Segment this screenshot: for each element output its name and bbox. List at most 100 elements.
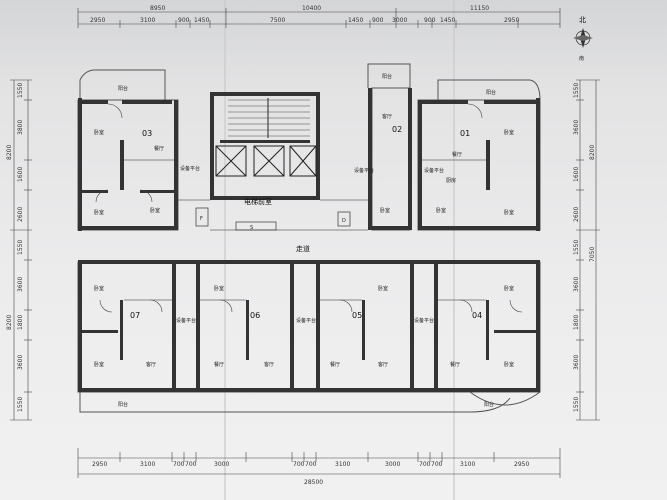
dim-right: 3600: [573, 277, 580, 292]
dim-right: 1550: [573, 240, 580, 255]
dim-bottom: 3100: [140, 461, 155, 468]
unit-number-03: 03: [142, 129, 152, 138]
dim-top2: 900: [178, 17, 190, 24]
balcony-label: 阳台: [118, 85, 128, 92]
room-label: 卧室: [378, 285, 388, 292]
dim-top2: 1450: [194, 17, 209, 24]
compass-south-label: 南: [579, 55, 584, 62]
left-dimensions: 1550 3800 1600 8200 2600 1550 3600 1800 …: [6, 79, 32, 421]
right-dimensions: 1550 3600 1600 8200 2600 1550 3600 1800 …: [573, 79, 600, 421]
equip-platform-label: 设备平台: [424, 167, 444, 174]
equip-platform-label: 设备平台: [414, 317, 434, 324]
top-dimensions: 8950 10400 11150 2950 3100 900 1450 7500…: [77, 5, 561, 28]
compass-rose: 北 南: [573, 16, 593, 62]
equip-platform-label: 设备平台: [180, 165, 200, 172]
unit-number-01: 01: [460, 129, 470, 138]
room-label: 卧室: [504, 361, 514, 368]
room-label: 客厅: [146, 361, 156, 368]
staircase: [228, 98, 310, 138]
dim-right: 1600: [573, 167, 580, 182]
equip-platform-label: 设备平台: [176, 317, 196, 324]
dim-bottom: 700: [185, 461, 197, 468]
bottom-dimensions: 2950 3100 700 700 3000 700 700 3100 3000…: [77, 448, 561, 486]
unit-number-06: 06: [250, 311, 260, 320]
dim-bottom: 3100: [335, 461, 350, 468]
room-label: 餐厅: [452, 151, 462, 158]
dim-right: 3600: [573, 355, 580, 370]
dim-bottom: 3100: [460, 461, 475, 468]
dim-left: 8200: [6, 315, 13, 330]
structural-walls: [78, 88, 540, 392]
dim-top2: 2950: [90, 17, 105, 24]
dim-top2: 3100: [140, 17, 155, 24]
room-label: 卧室: [504, 285, 514, 292]
room-label: 厨房: [446, 177, 456, 184]
dim-top-8950: 8950: [150, 5, 165, 12]
dim-right: 1550: [573, 397, 580, 412]
equip-platform-label: 设备平台: [296, 317, 316, 324]
dim-top-10400: 10400: [302, 5, 321, 12]
dim-bottom: 3000: [214, 461, 229, 468]
small-shafts: [195, 207, 351, 231]
dim-bottom: 3000: [385, 461, 400, 468]
dim-left: 1550: [17, 240, 24, 255]
dim-right: 2600: [573, 207, 580, 222]
building-outline: [77, 63, 541, 413]
dim-left: 3600: [17, 355, 24, 370]
door-swings: [95, 103, 523, 313]
dim-left: 1550: [17, 397, 24, 412]
room-label: 卧室: [94, 361, 104, 368]
dim-top2: 3000: [392, 17, 407, 24]
dim-top2: 1450: [440, 17, 455, 24]
dim-left: 8200: [6, 145, 13, 160]
elevator-lobby-label: 电梯前室: [244, 197, 272, 206]
dim-right: 1800: [573, 315, 580, 330]
dim-right: 3600: [573, 120, 580, 135]
dim-right: 1550: [573, 83, 580, 98]
elevator-shafts: [215, 145, 317, 177]
unit-number-05: 05: [352, 311, 362, 320]
balcony-label: 阳台: [382, 73, 392, 80]
label-S: S: [250, 225, 253, 231]
dim-bottom: 700: [419, 461, 431, 468]
room-label: 客厅: [264, 361, 274, 368]
room-label: 卧室: [94, 129, 104, 136]
unit-number-07: 07: [130, 311, 140, 320]
room-label: 卧室: [94, 209, 104, 216]
dim-right: 8200: [589, 145, 596, 160]
room-label: 卧室: [436, 207, 446, 214]
dim-top2: 900: [424, 17, 436, 24]
balcony-label: 阳台: [118, 401, 128, 408]
room-label: 卧室: [504, 129, 514, 136]
dim-left: 1800: [17, 315, 24, 330]
room-label: 餐厅: [154, 145, 164, 152]
room-label: 卧室: [94, 285, 104, 292]
room-label: 卧室: [150, 207, 160, 214]
dim-right: 7050: [589, 247, 596, 262]
compass-north-label: 北: [579, 16, 586, 24]
dim-bottom: 700: [293, 461, 305, 468]
label-F: F: [200, 216, 203, 222]
dim-bottom-total: 28500: [304, 479, 323, 486]
dim-bottom: 700: [305, 461, 317, 468]
dim-bottom: 700: [173, 461, 185, 468]
dim-bottom: 2950: [92, 461, 107, 468]
corridor-label: 走道: [296, 244, 310, 253]
label-D: D: [342, 218, 346, 224]
dim-left: 1550: [17, 83, 24, 98]
unit-number-02: 02: [392, 125, 402, 134]
dim-top2: 7500: [270, 17, 285, 24]
room-label: 客厅: [378, 361, 388, 368]
dim-left: 2600: [17, 207, 24, 222]
room-label: 卧室: [380, 207, 390, 214]
dim-top2: 900: [372, 17, 384, 24]
room-label: 卧室: [504, 209, 514, 216]
unit-number-04: 04: [472, 311, 482, 320]
dim-top2: 1450: [348, 17, 363, 24]
room-label: 餐厅: [330, 361, 340, 368]
room-label: 餐厅: [450, 361, 460, 368]
balcony-label: 阳台: [484, 401, 494, 408]
dim-top2: 2950: [504, 17, 519, 24]
dim-left: 1600: [17, 167, 24, 182]
